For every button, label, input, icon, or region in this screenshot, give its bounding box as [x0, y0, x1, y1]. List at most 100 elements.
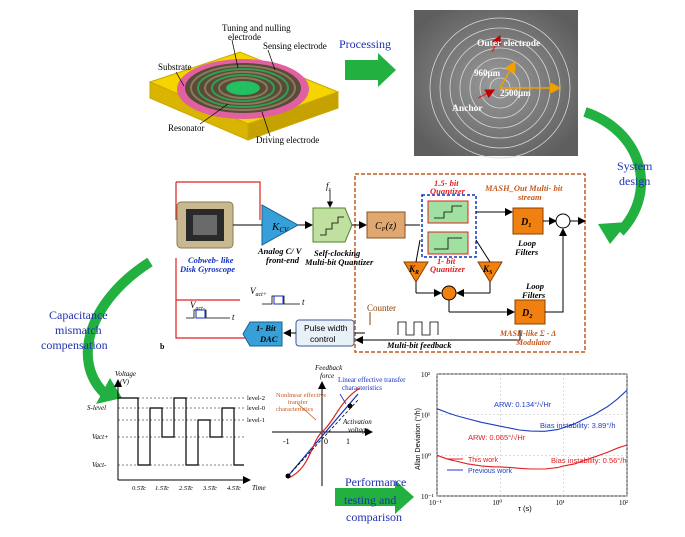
tick-4-5tc: 4.5Tc — [227, 485, 241, 492]
label-resonator: Resonator — [168, 123, 205, 133]
label-tuning-electrode: Tuning and nulling — [222, 23, 291, 33]
x-tick-label: 10¹ — [556, 499, 565, 507]
y-tick-label: 10² — [421, 371, 430, 379]
label-dac-2: DAC — [259, 334, 278, 344]
label-comparison: comparison — [346, 510, 402, 524]
label-multibit-feedback: Multi-bit feedback — [386, 340, 452, 350]
label-cp: CP(z) — [375, 221, 397, 233]
label-s-level: S-level — [87, 404, 106, 412]
label-linear: Linear effective transfer — [338, 376, 406, 384]
chart-frame — [436, 373, 628, 497]
legend-previous-work: Previous work — [468, 468, 512, 475]
label-gyroscope: Cobweb- like — [188, 255, 234, 265]
label-loop-filters-1b: Filters — [514, 247, 539, 257]
label-analog-frontend: Analog C/ V — [257, 246, 303, 256]
system-design-arrow — [583, 107, 647, 236]
label-feedback: Feedback — [314, 364, 343, 372]
label-d2: D2 — [521, 308, 533, 320]
label-quantizer-1bit: 1- bit — [437, 256, 456, 266]
annotation-arw-previous: ARW: 0.134°/√Hr — [494, 400, 552, 409]
processing-arrow — [345, 53, 396, 87]
annotation-bias-this: Bias instability: 0.56°/h — [551, 456, 627, 465]
label-fs: fs — [326, 181, 332, 193]
label-loop-filters-1: Loop — [517, 238, 536, 248]
legend-this-work: This work — [468, 457, 498, 464]
label-radius-2500: 2500μm — [500, 88, 531, 98]
label-tuning-electrode-2: electrode — [228, 32, 261, 42]
y-tick-label: 10⁻¹ — [421, 493, 434, 501]
label-loop-filters-2: Loop — [525, 281, 544, 291]
label-ks: KS — [482, 264, 493, 276]
label-quantizer-1bit-2: Quantizer — [430, 264, 466, 274]
performance-arrow — [335, 480, 414, 514]
label-mash-out-2: stream — [517, 192, 542, 202]
label-dac: 1- Bit — [256, 323, 276, 333]
label-nonlinear: Nonlinear effective — [276, 392, 326, 399]
label-level-2: level-2 — [247, 395, 265, 402]
label-pulse-width-2: control — [310, 334, 336, 344]
label-loop-filters-2b: Filters — [521, 290, 546, 300]
mems-device-illustration — [148, 39, 340, 141]
label-sensing-electrode: Sensing electrode — [263, 41, 327, 51]
label-analog-frontend-2: front-end — [266, 255, 300, 265]
label-nonlinear-2: transfer — [288, 399, 309, 406]
label-quantizer: Self-clocking — [314, 248, 361, 258]
label-voltage-x: voltage — [348, 426, 369, 434]
x-tick-label: 10⁻¹ — [429, 499, 442, 507]
label-anchor: Anchor — [452, 104, 483, 114]
label-voltage: Voltage — [115, 370, 136, 378]
sem-image — [414, 10, 578, 159]
label-quantizer-15bit: 1.5- bit — [434, 178, 459, 188]
x-tick-label: 10⁰ — [492, 499, 502, 507]
label-vact-minus: Vact- — [190, 300, 205, 312]
annotation-arw-this: ARW: 0.065°/√Hr — [468, 433, 526, 442]
label-level-0: level-0 — [247, 405, 265, 412]
series-line-this-work — [436, 444, 628, 470]
label-design: design — [619, 174, 650, 188]
waveform-diagram — [114, 379, 251, 484]
label-nonlinear-3: characteristics — [276, 406, 314, 413]
tick-0: 0 — [324, 437, 328, 446]
label-quantizer-2: Multi-bit Quantizer — [304, 257, 374, 267]
label-mash-like-2: Modulator — [515, 338, 552, 347]
y-tick-label: 10⁰ — [421, 452, 431, 460]
y-tick-label: 10¹ — [421, 412, 430, 420]
series-line-previous-work — [436, 389, 628, 432]
annotation-bias-previous: Bias instability: 3.89°/h — [540, 421, 616, 430]
label-counter: Counter — [367, 303, 396, 313]
tick-1: 1 — [346, 437, 350, 446]
label-kcv: KCV — [271, 221, 289, 234]
tick-1-5tc: 1.5Tc — [155, 485, 169, 492]
chart-xlabel: τ (s) — [518, 504, 532, 513]
label-gyroscope-2: Disk Gyroscope — [179, 264, 235, 274]
label-linear-2: characteristics — [342, 384, 382, 392]
label-kr: KR — [408, 264, 419, 276]
tick-0-5tc: 0.5Tc — [132, 485, 146, 492]
label-force: force — [320, 372, 334, 380]
label-vact-plus-level: Vact+ — [92, 433, 109, 441]
chart-ylabel: Allan Deviation (°/h) — [414, 408, 422, 470]
label-level-1: level-1 — [247, 417, 265, 424]
allan-deviation-chart: 10⁻¹ 10⁰ 10¹ 10² 10⁻¹ 10⁰ 10¹ 10² ARW: 0.134°/√… — [414, 371, 628, 513]
label-system: System — [617, 159, 653, 173]
label-voltage-unit: (V) — [120, 378, 130, 386]
label-substrate: Substrate — [158, 62, 192, 72]
tick-minus-1: -1 — [283, 437, 290, 446]
label-fig-b: b — [160, 342, 165, 351]
x-tick-label: 10² — [619, 499, 628, 507]
label-t-1: t — [232, 312, 235, 322]
tick-2-5tc: 2.5Tc — [179, 485, 193, 492]
compensation-arrow — [82, 257, 153, 398]
label-d1: D1 — [520, 217, 531, 229]
label-outer-electrode: Outer electrode — [477, 39, 540, 49]
circuit-diagram — [175, 173, 586, 353]
label-capacitance: Capacitance — [49, 308, 108, 322]
label-performance: Performance — [345, 475, 406, 489]
label-mismatch: mismatch — [55, 323, 102, 337]
label-testing: testing and — [344, 493, 396, 507]
label-time: Time — [252, 484, 266, 492]
label-compensation: compensation — [41, 338, 108, 352]
tick-3-5tc: 3.5Tc — [202, 485, 217, 492]
